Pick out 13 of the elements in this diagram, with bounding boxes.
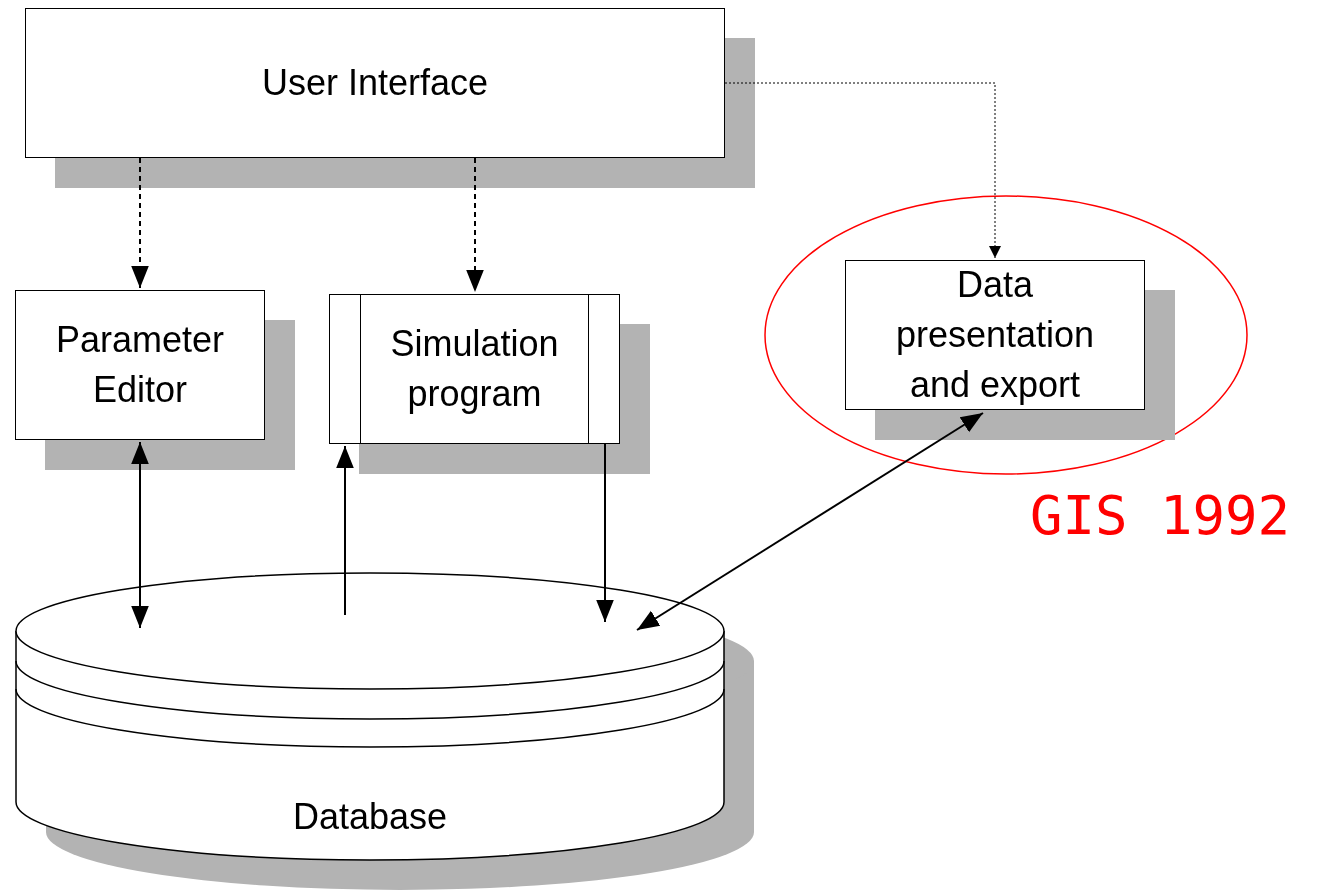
arrow: [131, 157, 149, 289]
arrow: [466, 157, 484, 293]
arrow: [724, 82, 1001, 259]
arrow: [596, 443, 614, 623]
arrow: [336, 445, 354, 616]
annotation-text: GIS 1992: [1030, 483, 1291, 549]
arrow: [131, 441, 149, 629]
node-label: Parameter Editor: [54, 318, 226, 412]
node-label: Database: [292, 795, 448, 839]
arrow: [636, 412, 984, 631]
node-label: Data presentation and export: [894, 263, 1096, 407]
node-label: Simulation program: [389, 322, 560, 416]
node-label: User Interface: [261, 61, 489, 105]
